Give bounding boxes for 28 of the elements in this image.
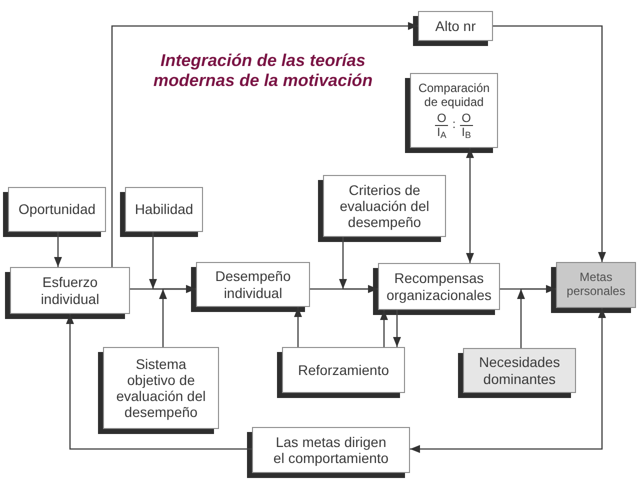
arrow — [54, 232, 62, 267]
fraction-numerator: O — [460, 112, 474, 126]
fraction-numerator: O — [434, 112, 448, 126]
arrow — [493, 25, 606, 262]
arrow — [66, 314, 252, 450]
diagram-title: Integración de las teorías modernas de la motivación — [152, 51, 374, 92]
double-arrow — [410, 308, 606, 453]
box-label: Desempeño individual — [214, 268, 292, 301]
arrow — [380, 310, 388, 347]
box-label: Metas personales — [566, 271, 626, 299]
box-label: Reforzamiento — [298, 362, 390, 378]
box-label: Las metas dirigen el comportamiento — [272, 434, 390, 466]
box-label: Esfuerzo individual — [40, 274, 100, 307]
box-label: Criterios de evaluación del desempeño — [338, 182, 430, 230]
arrow — [294, 307, 302, 347]
box-label: Necesidades dominantes — [478, 354, 561, 387]
double-arrow — [466, 148, 474, 263]
box-label: Sistema objetivo de evaluación del desempeño — [115, 356, 207, 420]
arrow — [393, 310, 401, 347]
fraction-denominator: I$_{B}$ — [460, 126, 472, 139]
box-label: Recompensas organizacionales — [385, 270, 493, 303]
box-label: Habilidad — [134, 201, 194, 218]
arrow — [111, 22, 418, 267]
box-label: Comparación de equidad — [417, 82, 491, 110]
box-label: Oportunidad — [18, 201, 96, 218]
ratio-colon: : — [452, 118, 456, 132]
fraction-denominator: I$_{A}$ — [436, 126, 448, 139]
box-label: Alto nr — [435, 18, 476, 34]
